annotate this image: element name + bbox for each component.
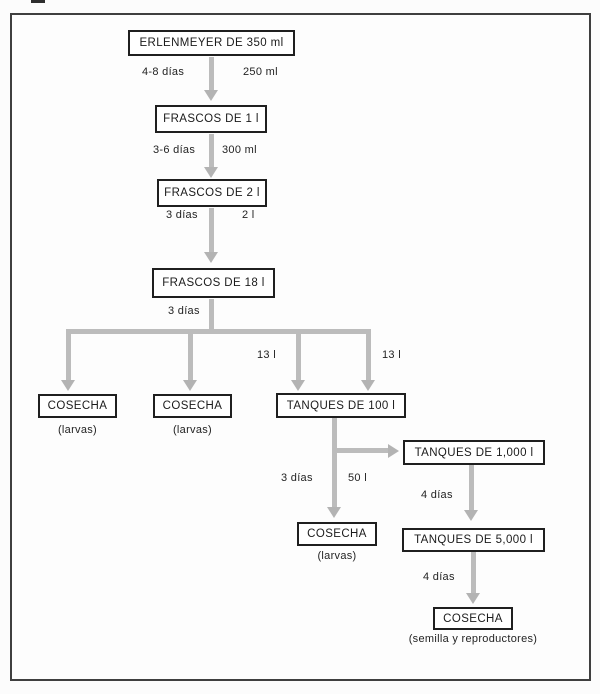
arrowhead-down-icon (361, 380, 375, 391)
arrowhead-down-icon (464, 510, 478, 521)
connector-tanques100l-cosecha3 (332, 418, 337, 508)
edge5-duration-label: 3 días (281, 472, 313, 484)
caption-cosecha-4: (semilla y reproductores) (408, 633, 538, 645)
scan-artifact (31, 0, 45, 3)
connector-frascos18l-branch (209, 299, 214, 330)
arrowhead-down-icon (327, 507, 341, 518)
node-tanques-100l: TANQUES DE 100 l (276, 393, 406, 418)
node-frascos-1l: FRASCOS DE 1 l (155, 105, 267, 133)
node-tanques-5000l: TANQUES DE 5,000 l (402, 528, 545, 552)
node-cosecha-4: COSECHA (433, 607, 513, 630)
connector-erlenmeyer-frascos1l (209, 57, 214, 91)
node-frascos-2l: FRASCOS DE 2 l (157, 179, 267, 207)
edge1-volume-label: 250 ml (243, 66, 278, 78)
connector-branch-cosecha2 (188, 333, 193, 381)
node-cosecha-3: COSECHA (297, 522, 377, 546)
node-cosecha-1: COSECHA (38, 394, 117, 418)
node-tanques-1000l: TANQUES DE 1,000 l (403, 440, 545, 465)
connector-frascos1l-frascos2l (209, 134, 214, 168)
arrowhead-down-icon (291, 380, 305, 391)
connector-branch-tanques100l-right (366, 333, 371, 381)
node-erlenmeyer: ERLENMEYER DE 350 ml (128, 30, 295, 56)
edge6-duration-label: 4 días (421, 489, 453, 501)
branch-bar (66, 329, 371, 334)
arrowhead-down-icon (204, 90, 218, 101)
caption-cosecha-2: (larvas) (172, 424, 213, 436)
arrowhead-right-icon (388, 444, 399, 458)
node-cosecha-2: COSECHA (153, 394, 232, 418)
edge7-duration-label: 4 días (423, 571, 455, 583)
arrowhead-down-icon (61, 380, 75, 391)
edge3-volume-label: 2 l (242, 209, 255, 221)
arrowhead-down-icon (183, 380, 197, 391)
edge2-duration-label: 3-6 días (153, 144, 196, 156)
arrowhead-down-icon (204, 252, 218, 263)
edge5-volume-label: 50 l (348, 472, 367, 484)
node-frascos-18l: FRASCOS DE 18 l (152, 268, 275, 298)
edge3-duration-label: 3 días (166, 209, 198, 221)
connector-frascos2l-frascos18l (209, 208, 214, 253)
caption-cosecha-1: (larvas) (57, 424, 98, 436)
connector-branch-tanques100l-left (296, 333, 301, 381)
connector-tanques100l-tanques1000l (334, 448, 388, 453)
caption-cosecha-3: (larvas) (317, 550, 357, 562)
connector-branch-cosecha1 (66, 333, 71, 381)
edge1-duration-label: 4-8 días (142, 66, 185, 78)
arrowhead-down-icon (204, 167, 218, 178)
branch-right-volume-label: 13 l (382, 349, 401, 361)
edge4-duration-label: 3 días (168, 305, 200, 317)
edge2-volume-label: 300 ml (222, 144, 257, 156)
branch-left-volume-label: 13 l (257, 349, 276, 361)
connector-tanques1000l-tanques5000l (469, 465, 474, 511)
arrowhead-down-icon (466, 593, 480, 604)
connector-tanques5000l-cosecha4 (471, 552, 476, 594)
